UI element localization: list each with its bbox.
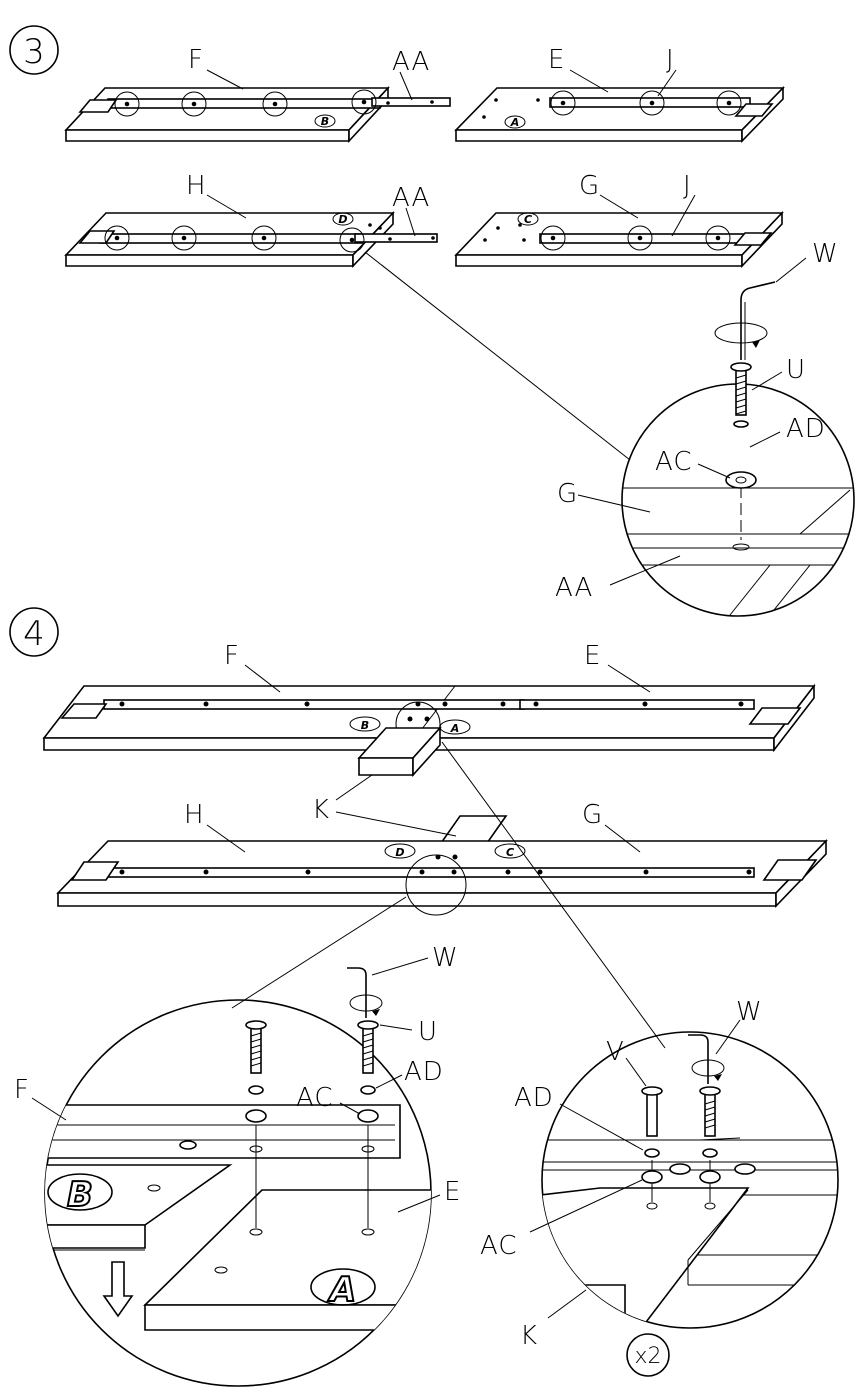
- label-aa: AA: [392, 47, 430, 77]
- step-3-number: 3: [23, 32, 45, 72]
- orientation-mark: [384, 843, 416, 859]
- label-k: K: [312, 795, 330, 825]
- detail-circle-right-step4: W V AD AC K x2: [480, 997, 839, 1377]
- label-u: U: [418, 1017, 438, 1047]
- label-f: F: [188, 45, 204, 75]
- hinge-icon: [60, 703, 108, 719]
- label-ad: AD: [514, 1083, 554, 1113]
- label-v: V: [606, 1037, 625, 1067]
- svg-text:A: A: [327, 1270, 356, 1310]
- label-ac: AC: [296, 1083, 333, 1113]
- label-w: W: [432, 943, 459, 973]
- detail-circle-step3: W U AD AC G AA: [555, 239, 855, 617]
- lock-washer-ad: [644, 1148, 660, 1158]
- step-3: 3 B F AA: [9, 25, 855, 617]
- hinge-icon: [734, 103, 774, 117]
- rotate-arrow-icon: [691, 1059, 725, 1077]
- board-g-step3: C G J: [454, 171, 784, 268]
- label-h: H: [186, 171, 207, 201]
- svg-text:A: A: [510, 116, 520, 129]
- svg-text:D: D: [395, 846, 404, 859]
- bolt-v: [646, 1093, 658, 1137]
- multiplier-text: x2: [634, 1344, 661, 1369]
- orientation-mark: [504, 115, 526, 129]
- allen-key-icon: [740, 281, 776, 360]
- label-aa: AA: [392, 183, 430, 213]
- label-ac: AC: [655, 447, 692, 477]
- label-h: H: [184, 800, 205, 830]
- orientation-mark: [314, 114, 336, 128]
- svg-text:D: D: [338, 213, 347, 226]
- hinge-icon: [748, 707, 802, 725]
- step-4-number: 4: [23, 614, 45, 654]
- label-g: G: [557, 479, 578, 509]
- board-e-step3: A E J: [454, 45, 785, 143]
- direction-arrow-icon: [102, 1261, 134, 1318]
- step-4: 4 B A F E: [9, 607, 839, 1387]
- label-g: G: [582, 800, 603, 830]
- orientation-mark: [494, 843, 526, 859]
- label-k: K: [520, 1321, 538, 1351]
- label-ad: AD: [404, 1057, 444, 1087]
- rail-step3-f: [107, 98, 381, 109]
- label-j: J: [666, 45, 675, 75]
- rail-j-step3-g: [539, 233, 746, 244]
- svg-text:C: C: [524, 213, 532, 226]
- label-aa: AA: [555, 573, 593, 603]
- step-4-circle: [9, 607, 59, 657]
- washer-ac: [725, 471, 757, 489]
- svg-text:C: C: [506, 846, 514, 859]
- rail-step3-h: [99, 233, 363, 244]
- step-3-circle: [9, 25, 59, 75]
- hinge-icon: [762, 859, 818, 881]
- rotate-arrow-icon: [714, 322, 768, 344]
- svg-text:B: B: [321, 115, 329, 128]
- svg-text:B: B: [361, 719, 369, 732]
- board-hg-step4: D C H G: [56, 800, 828, 916]
- rail-aa-step3-f: [371, 97, 451, 107]
- board-h-step3: D H AA: [64, 171, 438, 268]
- label-e: E: [584, 641, 601, 671]
- label-g: G: [579, 171, 600, 201]
- multiplier-badge: [626, 1333, 670, 1377]
- orientation-mark: [349, 716, 381, 732]
- orientation-mark: [517, 212, 539, 226]
- allen-key-icon: [688, 1034, 709, 1084]
- label-u: U: [786, 355, 806, 385]
- washer-ac: [357, 1109, 379, 1123]
- hinge-icon: [70, 861, 120, 881]
- label-e: E: [444, 1177, 461, 1207]
- orientation-mark: [332, 212, 354, 226]
- label-w: W: [736, 997, 763, 1027]
- svg-text:A: A: [450, 722, 460, 735]
- label-w: W: [812, 239, 839, 269]
- rotate-arrow-icon: [349, 994, 383, 1012]
- allen-key-icon: [347, 967, 367, 1018]
- label-f: F: [224, 641, 240, 671]
- lock-washer-ad: [733, 420, 749, 428]
- label-j: J: [683, 171, 692, 201]
- lock-washer-ad: [360, 1085, 376, 1095]
- rail-aa-step3-h: [354, 233, 438, 243]
- label-e: E: [548, 45, 565, 75]
- label-f: F: [14, 1075, 30, 1105]
- svg-text:B: B: [67, 1175, 93, 1215]
- hinge-icon: [733, 232, 773, 246]
- label-ac: AC: [480, 1231, 517, 1261]
- washer-ac: [641, 1170, 663, 1184]
- board-f-step3: B F AA: [64, 45, 451, 144]
- detail-circle-left-step4: W U AD AC F E B A: [14, 943, 461, 1387]
- label-ad: AD: [786, 414, 826, 444]
